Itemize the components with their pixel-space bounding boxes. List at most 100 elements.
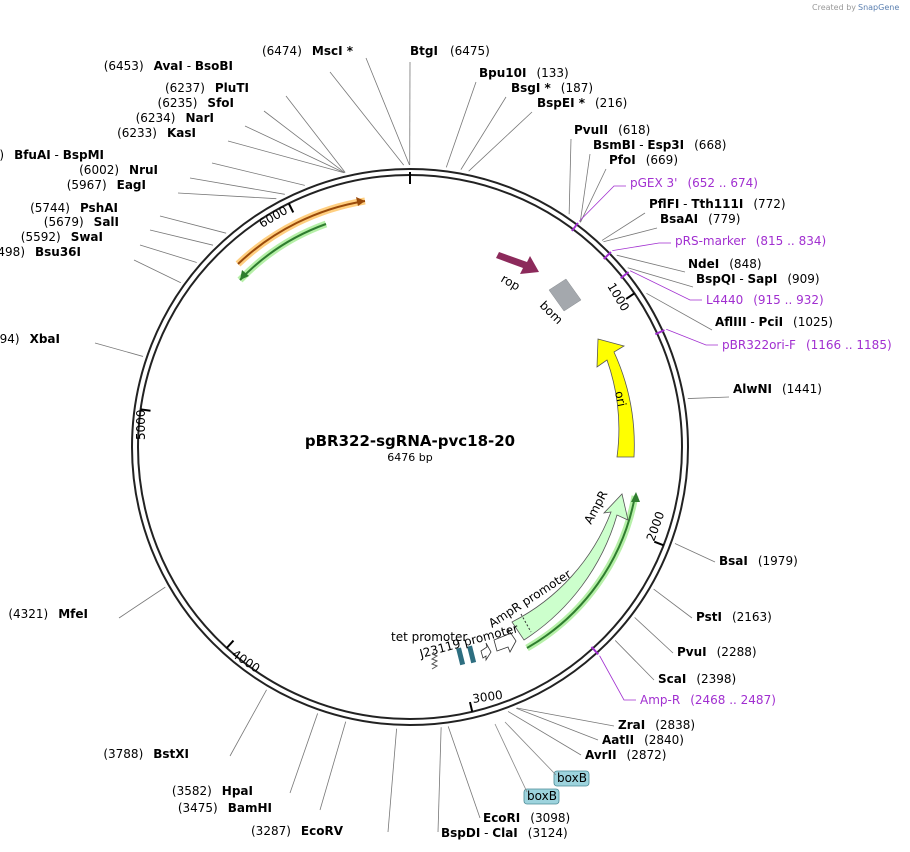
site-leader-ndei (616, 254, 686, 273)
primer-labels: pGEX 3'(652 .. 674)pRS-marker(815 .. 834… (571, 176, 892, 707)
site-label-pvui: PvuI(2288) (677, 645, 757, 659)
primer-leader-4 (599, 655, 636, 701)
site-leader-eagi (177, 192, 277, 200)
site-leader-nrui (189, 177, 285, 195)
tick-mark-0 (625, 292, 635, 300)
site-leader-bsu36i (133, 259, 181, 284)
site-bspei: BspEI *(216) (537, 96, 627, 110)
site-leader-pvuii (568, 138, 572, 215)
site-bsgi: BsgI *(187) (511, 81, 593, 95)
ampr-divider (520, 613, 532, 633)
j23119-promoter-box-2 (467, 645, 477, 664)
site-label-swai: (5592)SwaI (21, 230, 103, 244)
site-label-bsmbi: BsmBI - Esp3I(668) (593, 138, 726, 152)
site-kasi: (6233)KasI (117, 126, 196, 140)
site-label-bpu10i: Bpu10I(133) (479, 66, 569, 80)
tick-label-2: 3000 (471, 688, 503, 706)
tick-mark-4 (140, 408, 151, 412)
site-bstxi: (3788)BstXI (103, 747, 189, 761)
boxb-1-box (553, 770, 590, 787)
primer-leader-1 (612, 242, 671, 252)
site-bspdi: BspDI - ClaI(3124) (441, 826, 568, 840)
tick-mark-2 (468, 701, 474, 713)
site-label-bstxi: (3788)BstXI (103, 747, 189, 761)
site-swai: (5592)SwaI (21, 230, 103, 244)
site-label-bsai: BsaI(1979) (719, 554, 798, 568)
site-leader-zrai (516, 707, 615, 727)
site-label-bsaai: BsaAI(779) (660, 212, 740, 226)
site-leader-bspei (468, 111, 533, 172)
site-bpu10i: Bpu10I(133) (479, 66, 569, 80)
site-label-kasi: (6233)KasI (117, 126, 196, 140)
site-pfoi: PfoI(669) (609, 153, 678, 167)
site-leader-afliii (646, 292, 713, 331)
site-leader-xbai (94, 342, 144, 357)
site-bsai: BsaI(1979) (719, 554, 798, 568)
site-label-avai: (6453)AvaI - BsoBI (104, 59, 233, 73)
site-label-scai: ScaI(2398) (658, 672, 736, 686)
site-label-eagi: (5967)EagI (67, 178, 146, 192)
site-label-bsgi: BsgI *(187) (511, 81, 593, 95)
rop-label: rop (499, 271, 523, 293)
plasmid-length: 6476 bp (387, 451, 432, 464)
site-leader-ecori (447, 726, 481, 819)
boxb-2-label: boxB (527, 789, 557, 803)
site-leader-bspdi (437, 727, 442, 833)
site-leader-avai (329, 71, 405, 166)
site-label-xbai: (5194)XbaI (0, 332, 60, 346)
site-leader-hpai (289, 713, 318, 794)
site-ecori: EcoRI(3098) (483, 811, 570, 825)
primer-label-3: pBR322ori-F(1166 .. 1185) (722, 338, 892, 352)
tick-mark-5 (287, 203, 295, 213)
site-leader-mfei (118, 586, 166, 619)
ampr-strand-arrowhead (631, 492, 640, 502)
site-ecorv: (3287)EcoRV (251, 824, 344, 838)
boxb-1-leader (504, 721, 557, 776)
site-label-sfoi: (6235)SfoI (158, 96, 234, 110)
site-bamhi: (3475)BamHI (178, 801, 272, 815)
site-leader-bstxi (229, 689, 267, 757)
site-pvuii: PvuII(618) (574, 123, 650, 137)
site-label-bspqi: BspQI - SapI(909) (696, 272, 820, 286)
site-leader-nari (244, 125, 345, 174)
site-hpai: (3582)HpaI (172, 784, 253, 798)
site-leader-scai (614, 640, 655, 681)
site-ndei: NdeI(848) (688, 257, 762, 271)
primer-mark-2 (620, 271, 630, 279)
primer-leader-3 (666, 328, 718, 346)
tick-mark-1 (653, 540, 664, 547)
site-label-nari: (6234)NarI (136, 111, 214, 125)
credit-text: Created by (812, 3, 856, 12)
site-aatii: AatII(2840) (602, 733, 684, 747)
site-leader-bsaai (603, 227, 658, 243)
tick-label-1: 2000 (644, 510, 668, 543)
primer-mark-4 (590, 646, 599, 655)
site-bfuai: (6082)BfuAI - BspMI (0, 148, 104, 162)
site-label-avrii: AvrII(2872) (585, 748, 666, 762)
snapgene-logo: SnapGene (858, 3, 899, 12)
site-leader-bsmbi (579, 153, 591, 223)
site-label-bsu36i: (5498)Bsu36I (0, 245, 81, 259)
site-pshai: (5744)PshAI (30, 201, 118, 215)
site-pluti: (6237)PluTI (165, 81, 249, 95)
orange-feature-arrowhead (356, 197, 365, 206)
site-leader-swai (139, 244, 197, 263)
ampr-label: AmpR (581, 488, 610, 526)
site-leader-pvui (634, 617, 674, 654)
site-label-nrui: (6002)NruI (79, 163, 158, 177)
site-leader-pluti (285, 95, 346, 173)
site-pvui: PvuI(2288) (677, 645, 757, 659)
green-feature-arrowhead (240, 270, 249, 280)
ampr-strand-arc (526, 495, 636, 649)
boxb-2-leader (494, 723, 528, 793)
site-leader-bfuai (211, 162, 305, 186)
site-leader-pfoi (580, 168, 607, 223)
site-leader-kasi (227, 140, 345, 174)
tet-promoter-label: tet promoter (391, 630, 467, 644)
site-label-bspei: BspEI *(216) (537, 96, 627, 110)
site-leader-bspqi (627, 267, 694, 288)
site-label-alwni: AlwNI(1441) (733, 382, 822, 396)
small-promoter-feature (480, 642, 492, 662)
site-label-bfuai: (6082)BfuAI - BspMI (0, 148, 104, 162)
primer-mark-1 (603, 251, 612, 260)
